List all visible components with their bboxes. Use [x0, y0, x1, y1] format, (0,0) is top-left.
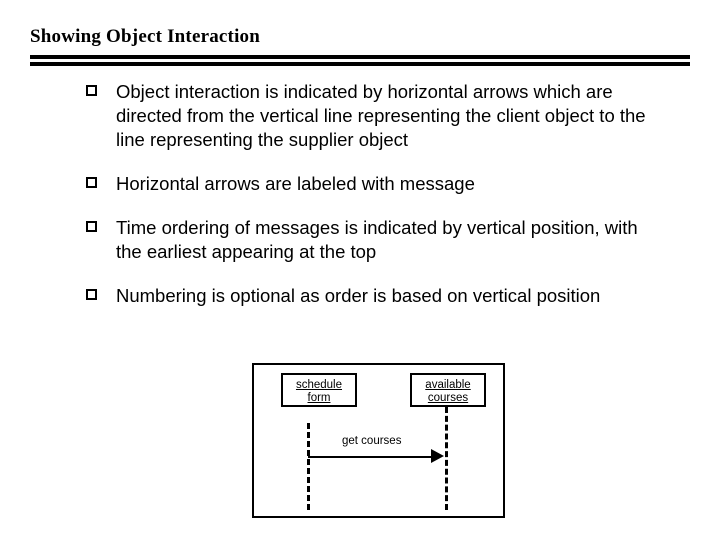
list-item: Object interaction is indicated by horiz…: [86, 80, 666, 152]
title-divider-top: [30, 55, 690, 59]
bullet-text: Horizontal arrows are labeled with messa…: [116, 173, 475, 194]
sequence-diagram: schedule form available courses get cour…: [252, 363, 505, 518]
message-arrow-line: [308, 456, 440, 458]
bullet-text: Object interaction is indicated by horiz…: [116, 81, 646, 150]
object-box-schedule-form: schedule form: [281, 373, 357, 407]
list-item: Numbering is optional as order is based …: [86, 284, 666, 308]
square-bullet-icon: [86, 221, 97, 232]
title-divider-bottom: [30, 62, 690, 66]
bullet-list: Object interaction is indicated by horiz…: [86, 80, 666, 328]
list-item: Horizontal arrows are labeled with messa…: [86, 172, 666, 196]
list-item: Time ordering of messages is indicated b…: [86, 216, 666, 264]
square-bullet-icon: [86, 85, 97, 96]
bullet-text: Time ordering of messages is indicated b…: [116, 217, 638, 262]
object-box-available-courses: available courses: [410, 373, 486, 407]
square-bullet-icon: [86, 177, 97, 188]
message-arrowhead-icon: [431, 449, 444, 463]
square-bullet-icon: [86, 289, 97, 300]
bullet-text: Numbering is optional as order is based …: [116, 285, 601, 306]
object-box-line2: courses: [427, 392, 469, 404]
lifeline-available-courses: [445, 407, 448, 510]
page-title: Showing Object Interaction: [30, 26, 261, 47]
lifeline-schedule-form: [307, 423, 310, 510]
message-label: get courses: [342, 435, 402, 447]
object-box-line1: schedule: [295, 379, 343, 391]
object-box-line2: form: [307, 392, 331, 404]
object-box-line1: available: [425, 379, 471, 391]
